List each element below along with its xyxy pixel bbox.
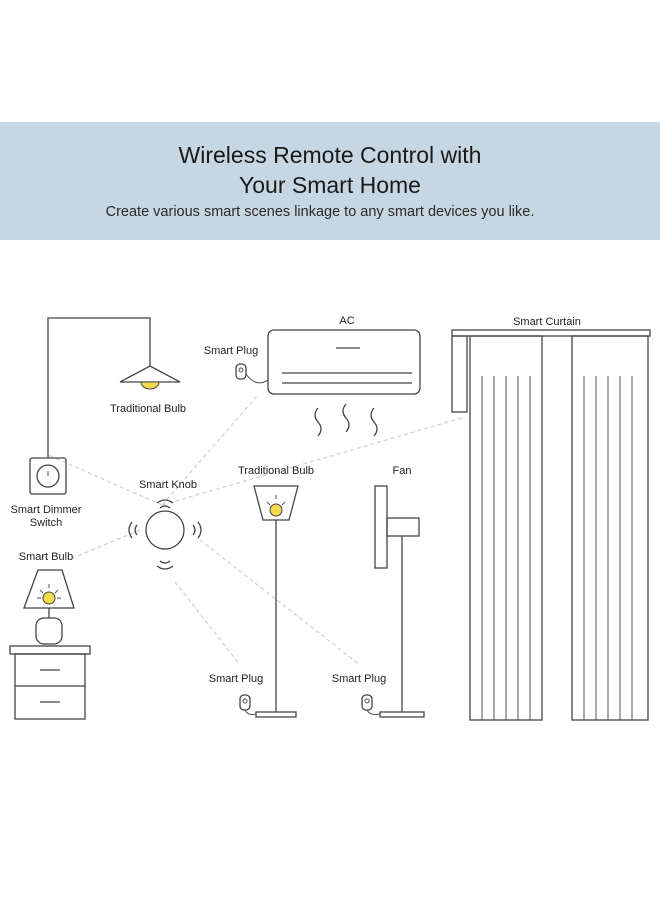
smart-knob: [128, 499, 202, 570]
smart-dimmer-switch: [29, 457, 67, 495]
link-to-fan-plug: [199, 539, 361, 666]
nightstand: [9, 645, 91, 720]
page-title-line-1: Wireless Remote Control with: [178, 142, 482, 168]
ac-unit: [267, 329, 421, 437]
header-banner: [0, 122, 660, 240]
page-subtitle: Create various smart scenes linkage to a…: [105, 204, 535, 220]
page-title-line-2: Your Smart Home: [239, 172, 421, 198]
traditional-bulb-floor-label: Traditional Bulb: [238, 465, 314, 477]
link-to-curtain: [161, 417, 463, 506]
fan-label: Fan: [393, 465, 412, 477]
ac-label: AC: [339, 315, 354, 327]
link-to-smart-bulb: [67, 529, 141, 561]
smart-bulb-lamp: [23, 569, 75, 645]
smart-curtain-label: Smart Curtain: [513, 316, 581, 328]
fan: [374, 485, 425, 718]
link-to-lamp-plug: [174, 581, 241, 666]
smart-dimmer-label-line-1: Smart Dimmer: [11, 504, 82, 516]
smart-curtain: [451, 329, 651, 721]
smart-plug-ac: [235, 363, 269, 384]
smart-dimmer-label-line-2: Switch: [30, 517, 62, 529]
smart-plug-fan-label: Smart Plug: [332, 673, 386, 685]
floor-lamp: [253, 485, 299, 718]
smart-plug-lamp: [239, 694, 257, 715]
link-to-ac-plug: [161, 394, 259, 506]
ceiling-lamp: [47, 317, 181, 458]
smart-plug-ac-label: Smart Plug: [204, 345, 258, 357]
smart-bulb-label: Smart Bulb: [19, 551, 73, 563]
smart-plug-lamp-label: Smart Plug: [209, 673, 263, 685]
connection-lines: [47, 394, 463, 666]
smart-knob-label: Smart Knob: [139, 479, 197, 491]
traditional-bulb-ceiling-label: Traditional Bulb: [110, 403, 186, 415]
smart-plug-fan: [361, 694, 381, 715]
